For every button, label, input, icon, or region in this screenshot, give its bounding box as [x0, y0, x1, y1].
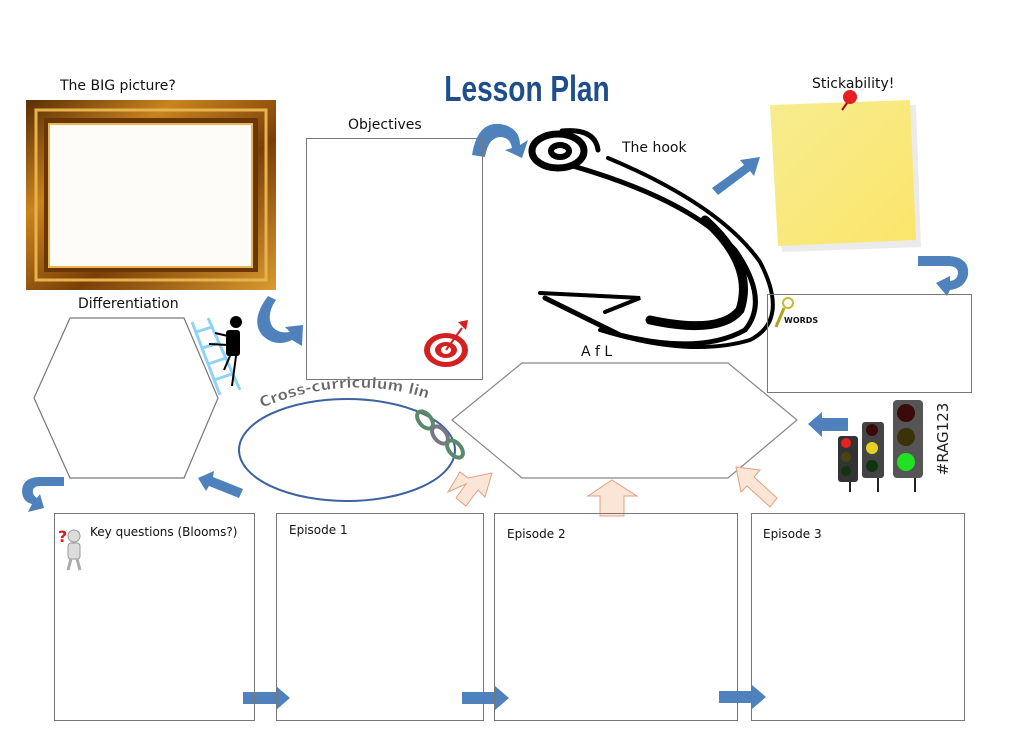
stickability-label: Stickability!	[812, 76, 895, 92]
curved-arrow-icon	[918, 256, 969, 296]
key-questions-box[interactable]	[54, 513, 255, 721]
page-title: Lesson Plan	[444, 68, 610, 109]
picture-frame-image	[26, 100, 276, 290]
pale-arrow-icon	[586, 479, 639, 517]
pale-arrow-icon	[735, 466, 778, 508]
traffic-lights-image	[838, 400, 923, 492]
pushpin-icon	[843, 90, 857, 104]
thinking-person-icon: ?	[58, 527, 82, 571]
pale-arrow-icon	[446, 471, 493, 507]
objectives-box[interactable]	[306, 138, 483, 380]
key-icon	[774, 297, 794, 328]
objectives-label: Objectives	[348, 117, 422, 133]
episode-2-box[interactable]	[494, 513, 738, 721]
key-words-label: WORDS	[784, 316, 819, 325]
arrow-left-icon	[198, 471, 243, 498]
arrow-left-icon	[808, 412, 848, 437]
episode-3-label: Episode 3	[763, 527, 822, 541]
hook-label: The hook	[622, 140, 687, 156]
arrow-right-icon	[462, 686, 509, 710]
afl-hexagon	[451, 362, 798, 479]
key-words-box[interactable]	[767, 294, 972, 393]
episode-1-label: Episode 1	[289, 523, 348, 537]
cross-curriculum-ellipse	[238, 398, 456, 502]
curved-arrow-icon	[22, 477, 64, 512]
sticky-note-image	[770, 90, 921, 252]
episode-2-label: Episode 2	[507, 527, 566, 541]
fish-hook-image	[528, 128, 775, 350]
curved-arrow-icon	[257, 296, 303, 346]
rag123-label: #RAG123	[934, 402, 952, 476]
arrow-right-icon	[719, 685, 766, 709]
ladder-climber-image	[190, 316, 242, 396]
chain-link-icon	[415, 409, 465, 460]
differentiation-label: Differentiation	[78, 296, 179, 312]
curved-arrow-icon	[472, 123, 528, 158]
target-icon	[424, 320, 468, 367]
big-picture-label: The BIG picture?	[60, 78, 176, 94]
episode-1-box[interactable]	[276, 513, 484, 721]
afl-label: A f L	[581, 344, 613, 360]
episode-3-box[interactable]	[751, 513, 965, 721]
key-questions-label: Key questions (Blooms?)	[90, 525, 238, 539]
arrow-up-right-icon	[712, 157, 760, 195]
differentiation-hexagon	[33, 317, 219, 479]
svg-text:?: ?	[58, 527, 67, 546]
